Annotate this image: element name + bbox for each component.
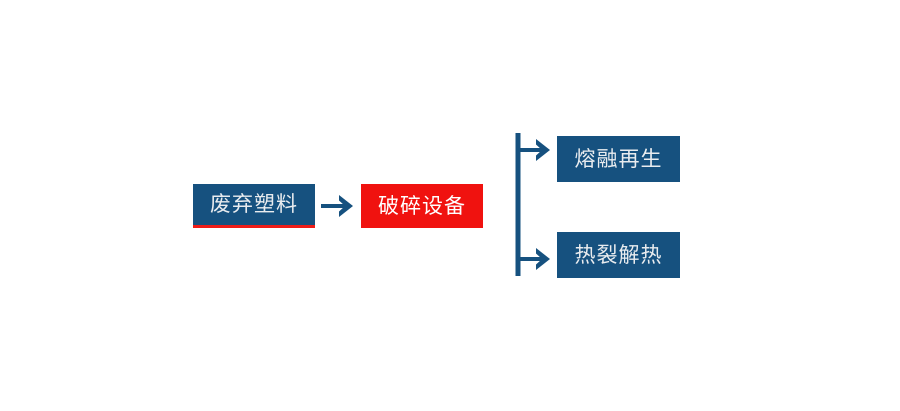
branch-lower-arrow-head — [536, 248, 550, 270]
branch-upper-arrow-head — [536, 139, 550, 161]
node-melt-regeneration-label: 熔融再生 — [574, 147, 663, 171]
node-crusher-equipment-label: 破碎设备 — [378, 194, 466, 218]
node-crusher-equipment[interactable]: 破碎设备 — [361, 184, 483, 228]
node-melt-regeneration[interactable]: 熔融再生 — [557, 136, 680, 182]
node-waste-plastic[interactable]: 废弃塑料 — [193, 184, 315, 228]
branch-split-connector-icon — [515, 133, 550, 276]
node-pyrolysis[interactable]: 热裂解热 — [557, 232, 680, 278]
node-pyrolysis-label: 热裂解热 — [574, 243, 663, 267]
arrow-head — [339, 195, 353, 217]
arrow-right-icon-waste-to-crusher — [321, 195, 353, 217]
node-waste-plastic-label: 废弃塑料 — [210, 193, 298, 216]
